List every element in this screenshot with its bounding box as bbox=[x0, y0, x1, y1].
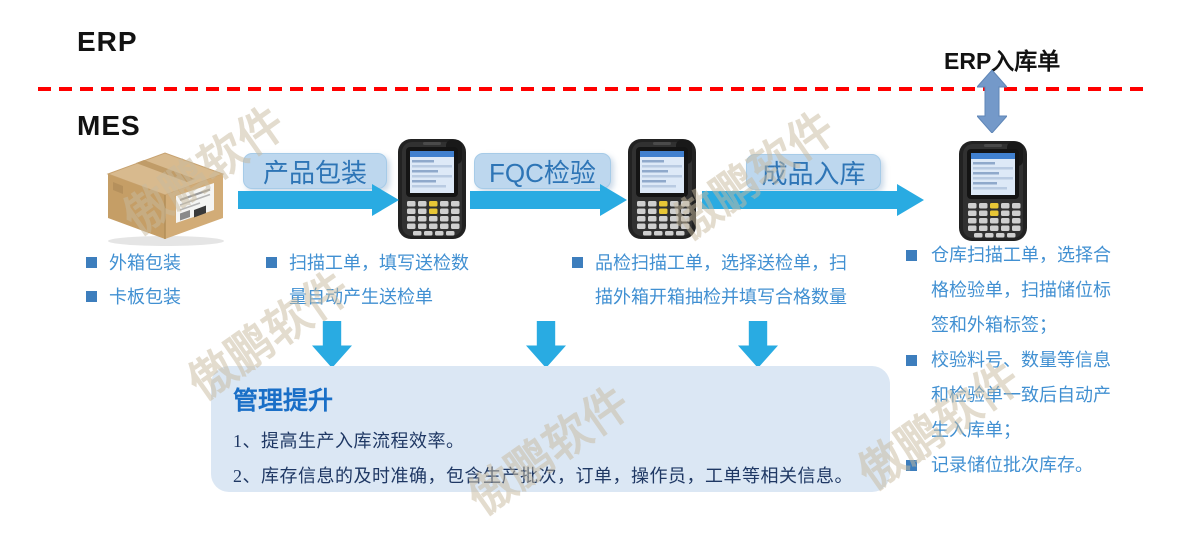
down-arrow-icon bbox=[526, 321, 566, 368]
list-item: 卡板包装 bbox=[86, 280, 181, 314]
bullet-square-icon bbox=[266, 257, 277, 268]
work-order-scan-bullet-list: 扫描工单，填写送检数量自动产生送检单 bbox=[266, 246, 477, 314]
list-item: 校验料号、数量等信息和检验单一致后自动产生入库单； bbox=[906, 343, 1121, 448]
erp-layer-label: ERP bbox=[77, 26, 138, 57]
pda-scanner-icon bbox=[396, 138, 468, 241]
bullet-square-icon bbox=[906, 355, 917, 366]
bullet-text: 外箱包装 bbox=[109, 253, 181, 273]
list-item: 仓库扫描工单，选择合格检验单，扫描储位标签和外箱标签； bbox=[906, 238, 1121, 343]
list-item: 品检扫描工单，选择送检单，扫描外箱开箱抽检并填写合格数量 bbox=[572, 246, 857, 314]
flow-step-fqc-inspection: FQC检验 bbox=[474, 153, 611, 189]
packaging-bullet-list: 外箱包装 卡板包装 bbox=[86, 246, 181, 314]
bullet-text: 仓库扫描工单，选择合格检验单，扫描储位标签和外箱标签； bbox=[931, 245, 1111, 335]
erp-mes-divider-line bbox=[38, 87, 1147, 91]
erp-receipt-label: ERP入库单 bbox=[944, 48, 1061, 74]
summary-title: 管理提升 bbox=[233, 387, 334, 415]
summary-item: 2、库存信息的及时准确，包含生产批次，订单，操作员，工单等相关信息。 bbox=[233, 466, 853, 486]
bullet-square-icon bbox=[906, 460, 917, 471]
pda-scanner-icon bbox=[957, 140, 1029, 243]
bullet-square-icon bbox=[906, 250, 917, 261]
pda-scanner-icon bbox=[626, 138, 698, 241]
list-item: 外箱包装 bbox=[86, 246, 181, 280]
bullet-square-icon bbox=[572, 257, 583, 268]
down-arrow-icon bbox=[738, 321, 778, 368]
list-item: 记录储位批次库存。 bbox=[906, 448, 1121, 483]
bullet-square-icon bbox=[86, 257, 97, 268]
bullet-square-icon bbox=[86, 291, 97, 302]
bullet-text: 校验料号、数量等信息和检验单一致后自动产生入库单； bbox=[931, 350, 1111, 440]
mes-layer-label: MES bbox=[77, 110, 141, 141]
updown-arrow-icon bbox=[977, 70, 1007, 133]
carton-box-icon bbox=[106, 152, 225, 246]
flow-step-finished-goods-inbound: 成品入库 bbox=[746, 154, 881, 190]
warehouse-inbound-bullet-list: 仓库扫描工单，选择合格检验单，扫描储位标签和外箱标签； 校验料号、数量等信息和检… bbox=[906, 238, 1121, 483]
bullet-text: 卡板包装 bbox=[109, 287, 181, 307]
quality-inspection-bullet-list: 品检扫描工单，选择送检单，扫描外箱开箱抽检并填写合格数量 bbox=[572, 246, 857, 314]
summary-item: 1、提高生产入库流程效率。 bbox=[233, 431, 465, 451]
bullet-text: 扫描工单，填写送检数量自动产生送检单 bbox=[289, 253, 469, 307]
list-item: 扫描工单，填写送检数量自动产生送检单 bbox=[266, 246, 477, 314]
down-arrow-icon bbox=[312, 321, 352, 368]
flow-step-product-packaging: 产品包装 bbox=[243, 153, 387, 189]
bullet-text: 记录储位批次库存。 bbox=[931, 455, 1093, 475]
bullet-text: 品检扫描工单，选择送检单，扫描外箱开箱抽检并填写合格数量 bbox=[595, 253, 847, 307]
management-improvement-panel: 管理提升 1、提高生产入库流程效率。 2、库存信息的及时准确，包含生产批次，订单… bbox=[211, 366, 890, 492]
